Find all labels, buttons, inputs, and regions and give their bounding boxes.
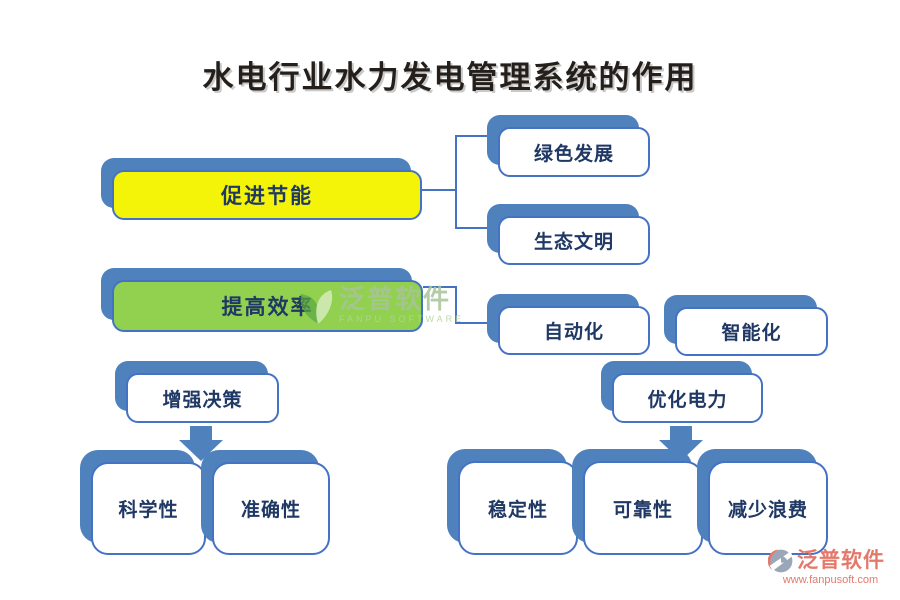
node-face: 绿色发展 [498, 127, 650, 177]
node-jianshao-langfei: 减少浪费 [697, 449, 828, 555]
watermark-corner-row: 泛普软件 [767, 548, 893, 574]
node-label: 优化电力 [647, 389, 728, 411]
node-wendingxing: 稳定性 [447, 449, 578, 555]
node-label: 减少浪费 [727, 499, 808, 521]
arrow-shaft [670, 426, 692, 440]
connector-line [423, 286, 457, 288]
page-title: 水电行业水力发电管理系统的作用 [202, 60, 698, 95]
connector-line [422, 189, 456, 191]
node-label: 智能化 [721, 323, 782, 344]
node-label: 准确性 [240, 500, 301, 521]
node-label: 可靠性 [612, 499, 673, 521]
node-face: 优化电力 [612, 373, 763, 423]
node-zhinenghua: 智能化 [664, 295, 828, 356]
node-zidonghua: 自动化 [487, 294, 650, 355]
node-kexuexing: 科学性 [80, 450, 206, 555]
node-lvse-fazhan: 绿色发展 [487, 115, 650, 177]
node-youhua-dianli: 优化电力 [601, 361, 763, 423]
node-zhunquexing: 准确性 [201, 450, 330, 555]
connector-line [455, 322, 489, 324]
node-face: 智能化 [675, 307, 828, 356]
watermark-url: www.fanpusoft.com [782, 574, 879, 586]
connector-line [455, 135, 489, 137]
node-label: 稳定性 [487, 499, 548, 521]
node-label: 提高效率 [221, 295, 314, 319]
watermark-brand: 泛普软件 [797, 549, 885, 572]
fanpu-circle-logo-icon [767, 548, 794, 574]
connector-line [455, 135, 457, 229]
node-face: 稳定性 [458, 461, 578, 555]
node-label: 增强决策 [162, 389, 243, 411]
node-label: 促进节能 [221, 184, 313, 208]
node-face: 准确性 [212, 462, 330, 555]
node-face: 可靠性 [583, 461, 703, 555]
node-label: 绿色发展 [533, 143, 614, 165]
node-tigao-xiaolv: 提高效率 [101, 268, 423, 332]
node-shengtai-wenming: 生态文明 [487, 204, 650, 265]
node-kekaoxing: 可靠性 [572, 449, 703, 555]
connector-line [455, 227, 489, 229]
node-face: 自动化 [498, 306, 650, 355]
node-face: 生态文明 [498, 216, 650, 265]
node-zengqiang-juece: 增强决策 [115, 361, 279, 423]
node-face: 减少浪费 [708, 461, 828, 555]
node-face-yellow: 促进节能 [112, 170, 422, 220]
node-face: 科学性 [91, 462, 206, 555]
node-face-green: 提高效率 [112, 280, 423, 332]
node-cujin-jieneng: 促进节能 [101, 158, 422, 220]
watermark-corner: 泛普软件 www.fanpusoft.com [767, 548, 893, 586]
node-label: 生态文明 [533, 232, 614, 253]
node-label: 科学性 [118, 500, 179, 521]
node-face: 增强决策 [126, 373, 279, 423]
node-label: 自动化 [543, 322, 604, 343]
arrow-shaft [190, 426, 212, 440]
connector-line [455, 286, 457, 324]
